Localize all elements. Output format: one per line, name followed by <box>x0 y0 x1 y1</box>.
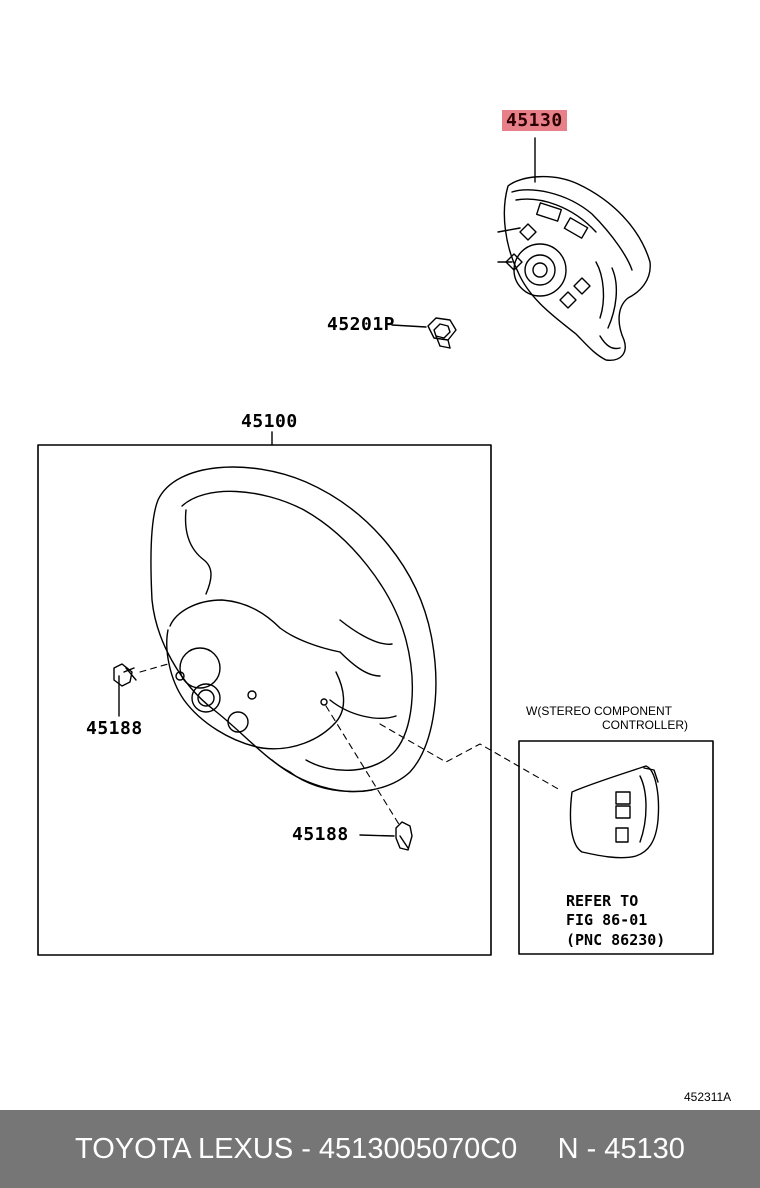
screw-bottom-leader <box>359 834 395 837</box>
wheel-box <box>37 444 492 956</box>
steering-wheel-drawing <box>150 466 437 793</box>
dashed-leaders <box>139 663 561 827</box>
callout-45100[interactable]: 45100 <box>241 411 298 432</box>
parts-diagram <box>37 137 714 956</box>
callout-45130[interactable]: 45130 <box>502 110 567 131</box>
callout-45201p[interactable]: 45201P <box>327 314 396 335</box>
figure-id: 452311A <box>684 1090 732 1104</box>
controller-note-line2: CONTROLLER) <box>602 718 689 732</box>
callout-45130-text: 45130 <box>502 110 567 131</box>
footer-bar: TOYOTA LEXUS - 4513005070C0 N - 45130 <box>0 1110 760 1188</box>
stereo-controller-drawing <box>569 765 660 859</box>
refer-line2: FIG 86-01 <box>566 911 648 929</box>
nut-leader <box>391 324 427 328</box>
screw-left-drawing <box>113 663 137 717</box>
controller-box <box>518 740 714 955</box>
screw-bottom-drawing <box>395 821 413 851</box>
callout-45188-left[interactable]: 45188 <box>86 718 143 739</box>
airbag-pad-drawing <box>497 175 651 361</box>
refer-line1: REFER TO <box>566 892 639 910</box>
refer-line3: (PNC 86230) <box>566 931 666 949</box>
callout-45188-bottom[interactable]: 45188 <box>292 824 349 845</box>
controller-note-line1: W(STEREO COMPONENT <box>526 704 672 718</box>
nut-drawing <box>427 317 457 349</box>
footer-part-number: TOYOTA LEXUS - 4513005070C0 N - 45130 <box>75 1132 685 1165</box>
